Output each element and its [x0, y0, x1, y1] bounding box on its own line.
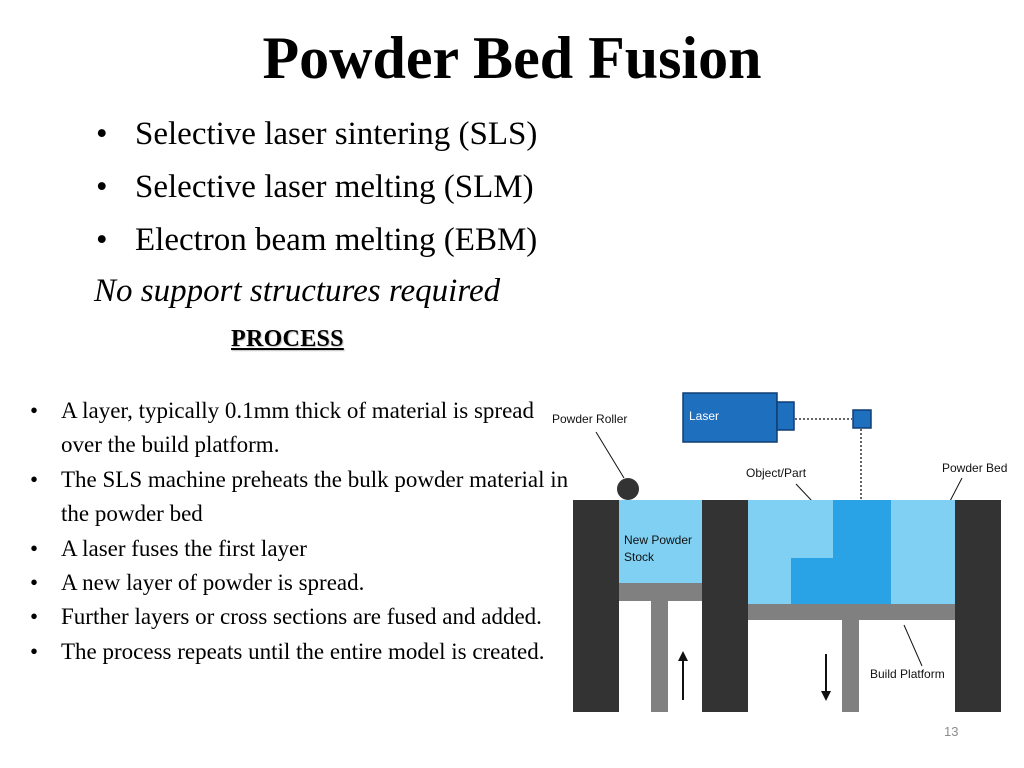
right-wall [955, 500, 1001, 712]
laser-mirror [852, 409, 872, 429]
process-step-list: A layer, typically 0.1mm thick of materi… [30, 394, 570, 670]
new-powder-stock [619, 500, 702, 583]
powder-bed-label: Powder Bed [942, 461, 1007, 475]
process-step: A new layer of powder is spread. [30, 566, 570, 601]
method-item: Selective laser sintering (SLS) [96, 108, 537, 161]
left-wall [573, 500, 619, 712]
process-step: The process repeats until the entire mod… [30, 635, 570, 670]
build-platform-leader [903, 624, 923, 667]
support-note: No support structures required [94, 273, 501, 309]
method-list: Selective laser sintering (SLS) Selectiv… [96, 108, 537, 267]
powder-roller-label: Powder Roller [552, 412, 627, 426]
process-step: Further layers or cross sections are fus… [30, 600, 570, 635]
process-step: The SLS machine preheats the bulk powder… [30, 463, 570, 532]
laser-nozzle [776, 401, 795, 431]
build-platform-label: Build Platform [870, 667, 945, 681]
slide-title: Powder Bed Fusion [262, 25, 762, 91]
powder-roller-leader [595, 431, 625, 479]
process-step: A laser fuses the first layer [30, 532, 570, 567]
stock-piston-plate [619, 583, 702, 601]
new-powder-stock-label: New Powder [624, 533, 692, 547]
powder-roller [617, 478, 639, 500]
process-heading: PROCESS [231, 326, 344, 352]
build-piston-rod [842, 620, 859, 712]
center-wall [702, 500, 748, 712]
build-platform [748, 604, 955, 620]
laser-body [682, 392, 778, 443]
stock-piston-rod [651, 601, 668, 712]
object-part-label: Object/Part [746, 466, 807, 480]
powder-bed-fusion-diagram: Laser Powder Roller Object/Part Powder B… [552, 392, 1007, 712]
method-item: Electron beam melting (EBM) [96, 214, 537, 267]
new-powder-stock-label: Stock [624, 550, 655, 564]
process-step: A layer, typically 0.1mm thick of materi… [30, 394, 570, 463]
method-item: Selective laser melting (SLM) [96, 161, 537, 214]
laser-label: Laser [689, 409, 719, 423]
page-number: 13 [944, 724, 959, 739]
object-part [791, 500, 891, 604]
